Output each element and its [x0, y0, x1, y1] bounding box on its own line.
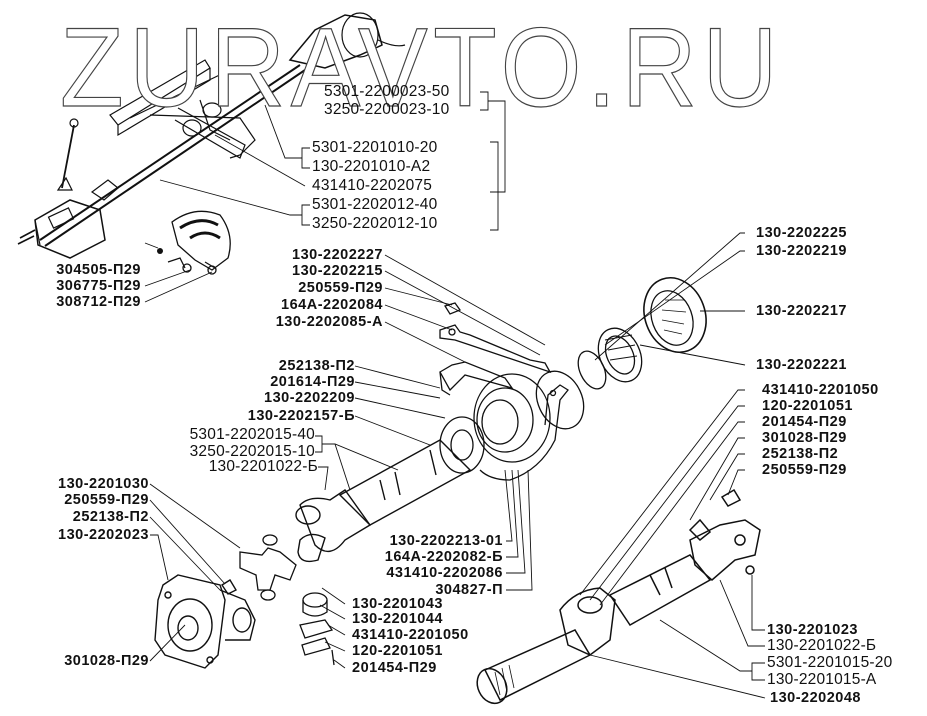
part-label: 201454-П29	[352, 660, 437, 676]
part-label: 130-2201023	[767, 622, 858, 638]
part-label: 250559-П29	[762, 462, 847, 478]
part-label: 130-2202048	[770, 690, 861, 706]
part-label: 250559-П29	[64, 492, 149, 508]
part-label: 5301-2202015-40	[189, 426, 315, 443]
rear-propeller-shaft	[476, 488, 761, 705]
part-label: 130-2201010-А2	[312, 158, 431, 175]
part-label: 130-2201043	[352, 596, 443, 612]
part-label: 130-2202085-А	[275, 314, 383, 330]
intermediate-support	[439, 277, 707, 481]
pedal-bracket	[157, 210, 231, 275]
part-label: 130-2201022-Б	[208, 458, 318, 475]
part-label: 5301-2201010-20	[312, 139, 438, 156]
part-label: 130-2202213-01	[389, 533, 503, 549]
part-label: 252138-П2	[72, 509, 149, 525]
part-label: 252138-П2	[278, 358, 355, 374]
part-label: 201454-П29	[762, 414, 847, 430]
part-label: 3250-2202012-10	[312, 215, 438, 232]
part-label: 130-2201022-Б	[767, 637, 877, 654]
part-label: 130-2202217	[756, 303, 847, 319]
part-label: 301028-П29	[762, 430, 847, 446]
part-label: 252138-П2	[762, 446, 839, 462]
part-label: 3250-2202015-10	[189, 443, 315, 460]
part-label: 130-2202157-Б	[247, 408, 355, 424]
flange-yoke-left	[154, 574, 256, 669]
part-label: 130-2202227	[292, 247, 383, 263]
part-label: 250559-П29	[298, 280, 383, 296]
part-label: 5301-2201015-20	[767, 654, 893, 671]
part-label: 130-2201044	[352, 611, 443, 627]
part-label: 301028-П29	[64, 653, 149, 669]
watermark: ZURAVTO.RU	[59, 5, 784, 130]
part-label: 431410-2202075	[312, 177, 433, 194]
part-label: 164А-2202082-Б	[384, 549, 503, 565]
part-label: 120-2201051	[352, 643, 443, 659]
part-label: 431410-2201050	[762, 382, 879, 398]
part-label: 431410-2201050	[352, 627, 469, 643]
universal-joint-cross	[239, 534, 335, 666]
part-label: 201614-П29	[270, 374, 355, 390]
part-label: 130-2201015-А	[767, 671, 877, 688]
part-label: 308712-П29	[56, 294, 141, 310]
part-label: 304505-П29	[56, 262, 141, 278]
part-label: 130-2202023	[58, 527, 149, 543]
part-label: 5301-2202012-40	[312, 196, 438, 213]
part-label: 130-2202219	[756, 243, 847, 259]
part-label: 5301-2200023-50	[324, 83, 450, 100]
part-label: 120-2201051	[762, 398, 853, 414]
part-label: 3250-2200023-10	[324, 101, 450, 118]
part-label: 431410-2202086	[386, 565, 503, 581]
top-shaft-assembly	[17, 12, 406, 259]
part-label: 130-2202215	[292, 263, 383, 279]
part-label: 130-2201030	[58, 476, 149, 492]
part-label: 130-2202221	[756, 357, 847, 373]
part-label: 306775-П29	[56, 278, 141, 294]
part-label: 130-2202225	[756, 225, 847, 241]
front-propeller-shaft	[295, 439, 472, 563]
leader-lines	[144, 91, 766, 699]
part-label: 164А-2202084	[281, 297, 383, 313]
part-label: 304827-П	[435, 582, 503, 598]
part-label: 130-2202209	[264, 390, 355, 406]
